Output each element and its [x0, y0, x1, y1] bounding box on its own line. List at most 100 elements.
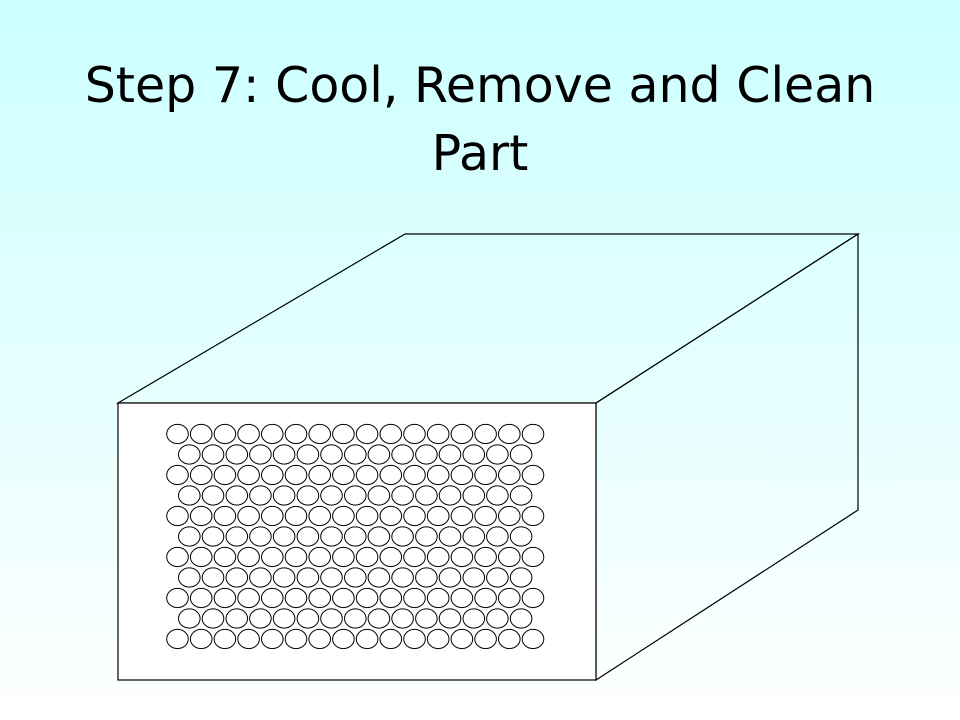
circle	[498, 464, 521, 486]
circle	[391, 608, 414, 629]
circle	[426, 587, 450, 609]
circle	[355, 423, 379, 445]
circle	[486, 485, 509, 506]
circle	[462, 444, 486, 465]
circle	[178, 526, 201, 547]
circle	[189, 587, 213, 609]
circle	[450, 546, 474, 568]
circle	[213, 628, 237, 650]
circle	[403, 628, 426, 650]
circle	[332, 628, 355, 650]
circle	[474, 505, 497, 527]
circle	[213, 587, 237, 609]
circle	[296, 567, 320, 588]
circle	[225, 608, 249, 629]
circle	[415, 608, 438, 629]
circle	[486, 608, 509, 629]
circle	[438, 444, 462, 465]
circle	[237, 423, 260, 445]
circle	[367, 608, 391, 629]
circle	[355, 464, 379, 486]
circle	[391, 485, 414, 506]
circle	[486, 526, 509, 547]
circle	[426, 628, 450, 650]
circle	[344, 526, 367, 547]
circle	[344, 485, 367, 506]
circle	[178, 608, 201, 629]
circle	[320, 567, 343, 588]
circle	[201, 444, 225, 465]
circle	[189, 546, 213, 568]
circle	[498, 505, 521, 527]
circle	[367, 485, 391, 506]
circle	[320, 526, 343, 547]
circle	[486, 444, 509, 465]
circle	[415, 444, 438, 465]
circle	[189, 464, 213, 486]
circle	[509, 444, 533, 465]
circle	[296, 526, 320, 547]
circle	[332, 587, 355, 609]
circle	[355, 628, 379, 650]
circle	[213, 505, 237, 527]
title-line-1: Step 7: Cool, Remove and Clean	[84, 57, 876, 114]
title-line-2: Part	[431, 125, 529, 182]
circle	[521, 587, 545, 609]
slide-title: Step 7: Cool, Remove and Clean Part	[0, 52, 960, 188]
circle	[249, 485, 272, 506]
circle	[509, 485, 533, 506]
circle	[166, 464, 189, 486]
circle	[344, 444, 367, 465]
circle	[272, 567, 296, 588]
circle	[225, 444, 249, 465]
circle	[272, 526, 296, 547]
circle	[201, 485, 225, 506]
circle	[166, 546, 189, 568]
circle	[201, 526, 225, 547]
circle	[521, 546, 545, 568]
circle-grid	[166, 423, 545, 650]
circle	[379, 423, 403, 445]
circle	[284, 505, 308, 527]
circle	[462, 526, 486, 547]
circle	[379, 628, 403, 650]
circle	[189, 423, 213, 445]
circle	[474, 464, 497, 486]
circle	[237, 587, 260, 609]
circle	[426, 423, 450, 445]
circle	[308, 628, 332, 650]
circle	[474, 546, 497, 568]
circle	[284, 423, 308, 445]
circle	[498, 423, 521, 445]
circle	[509, 567, 533, 588]
circle	[308, 423, 332, 445]
circle	[438, 567, 462, 588]
circle	[296, 608, 320, 629]
circle	[272, 485, 296, 506]
circle	[166, 505, 189, 527]
circle	[403, 464, 426, 486]
circle	[225, 526, 249, 547]
circle	[486, 567, 509, 588]
circle	[403, 505, 426, 527]
circle	[344, 608, 367, 629]
circle	[213, 464, 237, 486]
circle	[462, 567, 486, 588]
circle	[344, 567, 367, 588]
circle	[308, 505, 332, 527]
circle	[237, 628, 260, 650]
circle	[249, 444, 272, 465]
circle	[450, 587, 474, 609]
circle	[509, 526, 533, 547]
circle	[178, 444, 201, 465]
circle	[225, 567, 249, 588]
circle	[355, 587, 379, 609]
circle	[261, 505, 284, 527]
circle	[237, 464, 260, 486]
circle	[284, 546, 308, 568]
circle	[261, 587, 284, 609]
circle	[201, 567, 225, 588]
circle	[284, 628, 308, 650]
circle	[178, 567, 201, 588]
